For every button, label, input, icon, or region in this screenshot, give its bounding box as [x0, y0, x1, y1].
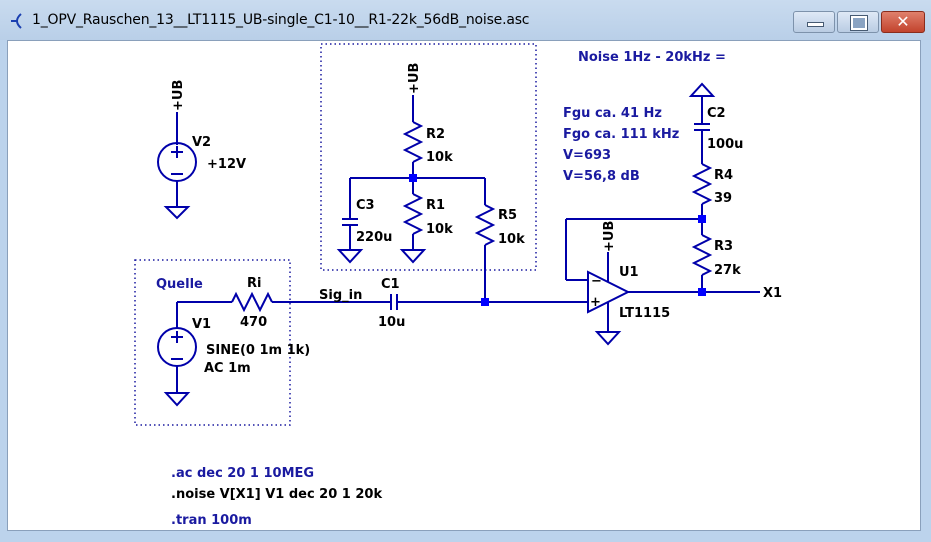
- r2-resistor[interactable]: [402, 121, 424, 163]
- r5-resistor[interactable]: [474, 204, 496, 246]
- v2-value: +12V: [207, 157, 246, 172]
- r2-name: R2: [426, 127, 445, 142]
- supply-label-u1: +UB: [602, 221, 617, 252]
- supply-label-v2: +UB: [171, 80, 186, 111]
- schematic-canvas[interactable]: [7, 40, 921, 531]
- ri-resistor[interactable]: [231, 291, 273, 313]
- r5-value: 10k: [498, 232, 525, 247]
- v1-name: V1: [192, 317, 211, 332]
- ground-icon: [163, 392, 191, 407]
- c2-name: C2: [707, 106, 726, 121]
- group-label-quelle: Quelle: [156, 277, 203, 292]
- r1-value: 10k: [426, 222, 453, 237]
- v1-value: SINE(0 1m 1k): [206, 343, 310, 358]
- v1-value-ac: AC 1m: [204, 361, 251, 376]
- c3-name: C3: [356, 198, 375, 213]
- minimize-icon: [807, 22, 824, 27]
- r1-name: R1: [426, 198, 445, 213]
- note-fgu: Fgu ca. 41 Hz: [563, 106, 662, 121]
- maximize-icon: [850, 15, 868, 31]
- net-label-sig-in: Sig_in: [319, 288, 362, 303]
- net-label-x1: X1: [763, 286, 782, 301]
- minimize-button[interactable]: [793, 11, 835, 33]
- note-fgo: Fgo ca. 111 kHz: [563, 127, 679, 142]
- r4-resistor[interactable]: [691, 163, 713, 205]
- close-icon: ✕: [896, 12, 910, 31]
- ri-name: Ri: [247, 276, 261, 291]
- r4-name: R4: [714, 168, 733, 183]
- supply-label-r2: +UB: [407, 63, 422, 94]
- r3-value: 27k: [714, 263, 741, 278]
- c1-name: C1: [381, 277, 400, 292]
- directive-noise[interactable]: .noise V[X1] V1 dec 20 1 20k: [171, 487, 382, 502]
- r5-name: R5: [498, 208, 517, 223]
- junction: [698, 288, 706, 296]
- note-gain-db: V=56,8 dB: [563, 169, 640, 184]
- ground-icon: [163, 206, 191, 220]
- r2-value: 10k: [426, 150, 453, 165]
- r3-resistor[interactable]: [691, 234, 713, 276]
- c3-value: 220u: [356, 230, 392, 245]
- title-bar: 1_OPV_Rauschen_13__LT1115_UB-single_C1-1…: [0, 0, 931, 40]
- u1-name: U1: [619, 265, 639, 280]
- r1-resistor[interactable]: [402, 193, 424, 235]
- ltspice-icon: [11, 13, 22, 29]
- directive-ac[interactable]: .ac dec 20 1 10MEG: [171, 466, 314, 481]
- c2-value: 100u: [707, 137, 743, 152]
- r4-value: 39: [714, 191, 732, 206]
- note-gain: V=693: [563, 148, 611, 163]
- junction: [409, 174, 417, 182]
- junction: [698, 215, 706, 223]
- opamp-plus-pin: +: [590, 295, 601, 310]
- ground-icon: [688, 82, 716, 97]
- ground-icon: [594, 331, 622, 346]
- r3-name: R3: [714, 239, 733, 254]
- source-group-box: [134, 259, 291, 426]
- close-button[interactable]: ✕: [881, 11, 925, 33]
- maximize-button[interactable]: [837, 11, 879, 33]
- opamp-minus-pin: −: [591, 274, 602, 289]
- junction: [481, 298, 489, 306]
- note-noise: Noise 1Hz - 20kHz =: [578, 50, 726, 65]
- v2-name: V2: [192, 135, 211, 150]
- c1-value: 10u: [378, 315, 405, 330]
- window-title: 1_OPV_Rauschen_13__LT1115_UB-single_C1-1…: [32, 12, 530, 28]
- u1-value: LT1115: [619, 306, 670, 321]
- directive-tran[interactable]: .tran 100m: [171, 513, 252, 528]
- ground-icon: [399, 249, 427, 264]
- ground-icon: [336, 249, 364, 264]
- ri-value: 470: [240, 315, 267, 330]
